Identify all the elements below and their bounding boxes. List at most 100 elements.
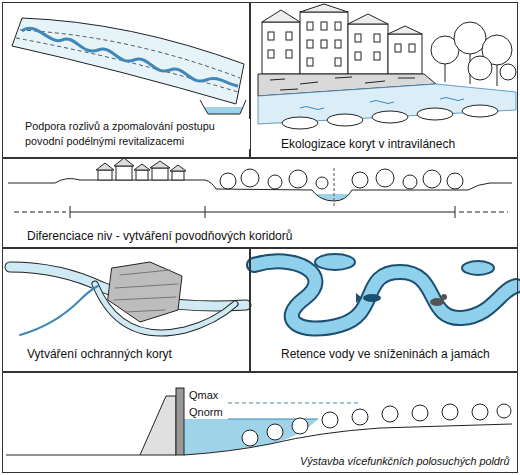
floodplain-profile-part bbox=[459, 212, 508, 213]
urban-channel-part bbox=[395, 44, 401, 52]
urban-channel-part bbox=[327, 114, 363, 126]
polder-part bbox=[497, 404, 511, 418]
panel-caption: Diferenciace niv - vytváření povodňových… bbox=[25, 229, 294, 244]
panel-box: Ekologizace koryt v intravilánech bbox=[250, 2, 518, 158]
floodplain-profile-part bbox=[98, 170, 112, 180]
urban-channel-part bbox=[300, 12, 348, 74]
urban-channel-part bbox=[286, 50, 292, 58]
polder-part bbox=[184, 419, 318, 455]
urban-channel-part bbox=[321, 40, 327, 48]
urban-channel-part bbox=[335, 22, 341, 30]
floodplain-profile bbox=[8, 158, 512, 218]
panel-box: Retence vody ve sníženinách a jamách bbox=[250, 248, 518, 372]
meander-retention-part bbox=[441, 294, 447, 300]
polder-part bbox=[242, 430, 258, 446]
polder-part bbox=[382, 406, 398, 422]
floodplain-profile-part bbox=[455, 206, 456, 218]
floodplain-profile-part bbox=[70, 206, 71, 218]
panel-caption: Ekologizace koryt v intravilánech bbox=[279, 137, 457, 152]
urban-channel-part bbox=[445, 64, 446, 82]
floodplain-profile-part bbox=[134, 164, 150, 170]
floodplain-profile-part bbox=[289, 170, 307, 188]
meander-retention-part bbox=[356, 293, 362, 303]
urban-channel-part bbox=[268, 50, 274, 58]
floodplain-profile-part bbox=[403, 175, 417, 189]
urban-channel-part bbox=[307, 22, 313, 30]
protective-channel-part bbox=[114, 270, 178, 312]
floodplain-profile-part bbox=[150, 161, 170, 168]
floodplain-profile-part bbox=[116, 166, 132, 180]
urban-channel-part bbox=[374, 34, 380, 42]
polder-part bbox=[412, 405, 428, 421]
urban-channel-part bbox=[268, 32, 274, 40]
panel-box: Podpora rozlivů a zpomalování postupu po… bbox=[2, 2, 250, 158]
meander-retention-part bbox=[430, 298, 444, 306]
floodplain-profile-part bbox=[423, 170, 441, 188]
urban-channel-part bbox=[355, 52, 361, 60]
floodplain-profile-part bbox=[205, 206, 206, 218]
urban-channel-part bbox=[409, 44, 415, 52]
urban-channel-part bbox=[388, 34, 422, 74]
meander-retention-part bbox=[462, 261, 494, 275]
floodplain-profile-part bbox=[70, 212, 455, 213]
floodplain-profile-part bbox=[334, 168, 335, 206]
polder-part bbox=[352, 409, 368, 425]
urban-channel-part bbox=[388, 26, 422, 34]
meander-retention-part bbox=[254, 261, 516, 328]
panel-caption: Vytváření ochranných koryt bbox=[25, 347, 174, 362]
urban-channel-part bbox=[282, 117, 318, 129]
flow-level-label: Qmax bbox=[188, 389, 219, 401]
floodplain-profile-part bbox=[447, 173, 463, 189]
floodplain-profile-part bbox=[376, 169, 394, 187]
protective-channel-part bbox=[20, 286, 98, 335]
polder-part bbox=[442, 404, 458, 420]
urban-channel-part bbox=[286, 32, 292, 40]
polder-part bbox=[6, 455, 140, 456]
urban-channel-part bbox=[307, 58, 313, 66]
urban-channel bbox=[258, 4, 516, 129]
protective-channel-part bbox=[108, 262, 182, 322]
floodplain-profile-part bbox=[172, 171, 184, 180]
floodplain-profile-part bbox=[241, 169, 259, 187]
floodplain-profile-part bbox=[170, 165, 186, 171]
urban-channel-part bbox=[307, 40, 313, 48]
meander-retention-part bbox=[254, 261, 516, 328]
panel-caption: Výstavba vícefunkčních polosuchých poldr… bbox=[298, 454, 511, 469]
floodplain-profile-part bbox=[136, 170, 148, 180]
urban-channel-part bbox=[300, 4, 348, 12]
protective-channel bbox=[10, 262, 246, 335]
floodplain-profile-part bbox=[220, 173, 236, 189]
polder-part bbox=[472, 404, 488, 420]
urban-channel-part bbox=[417, 108, 453, 120]
urban-channel-part bbox=[355, 34, 361, 42]
meander-retention bbox=[254, 254, 516, 329]
polder-part bbox=[184, 424, 512, 455]
polder-part bbox=[267, 424, 283, 440]
panel-box: Výstavba vícefunkčních polosuchých poldr… bbox=[2, 372, 518, 473]
urban-channel-part bbox=[348, 14, 388, 24]
valley-revitalisation-part bbox=[22, 28, 238, 86]
valley-revitalisation bbox=[12, 18, 246, 114]
urban-channel-part bbox=[262, 22, 300, 74]
flow-level-label: Qnorm bbox=[188, 406, 224, 418]
urban-channel-part bbox=[335, 40, 341, 48]
floodplain-profile-part bbox=[352, 172, 368, 188]
urban-channel-part bbox=[462, 105, 498, 117]
valley-revitalisation-part bbox=[20, 30, 240, 78]
panel-box: Diferenciace niv - vytváření povodňových… bbox=[2, 158, 518, 248]
polder bbox=[6, 388, 512, 455]
panel-caption: Podpora rozlivů a zpomalování postupu po… bbox=[23, 119, 252, 149]
meander-retention-part bbox=[363, 294, 381, 302]
polder-part bbox=[176, 388, 184, 455]
panel-box: Vytváření ochranných koryt bbox=[2, 248, 250, 372]
urban-channel-part bbox=[372, 111, 408, 123]
urban-channel-part bbox=[374, 52, 380, 60]
polder-part bbox=[292, 418, 308, 434]
floodplain-profile-part bbox=[152, 168, 168, 180]
valley-revitalisation-part bbox=[200, 100, 246, 114]
urban-channel-part bbox=[348, 24, 388, 74]
floodplain-profile-part bbox=[96, 163, 114, 170]
polder-part bbox=[322, 412, 338, 428]
polder-part bbox=[228, 403, 360, 404]
